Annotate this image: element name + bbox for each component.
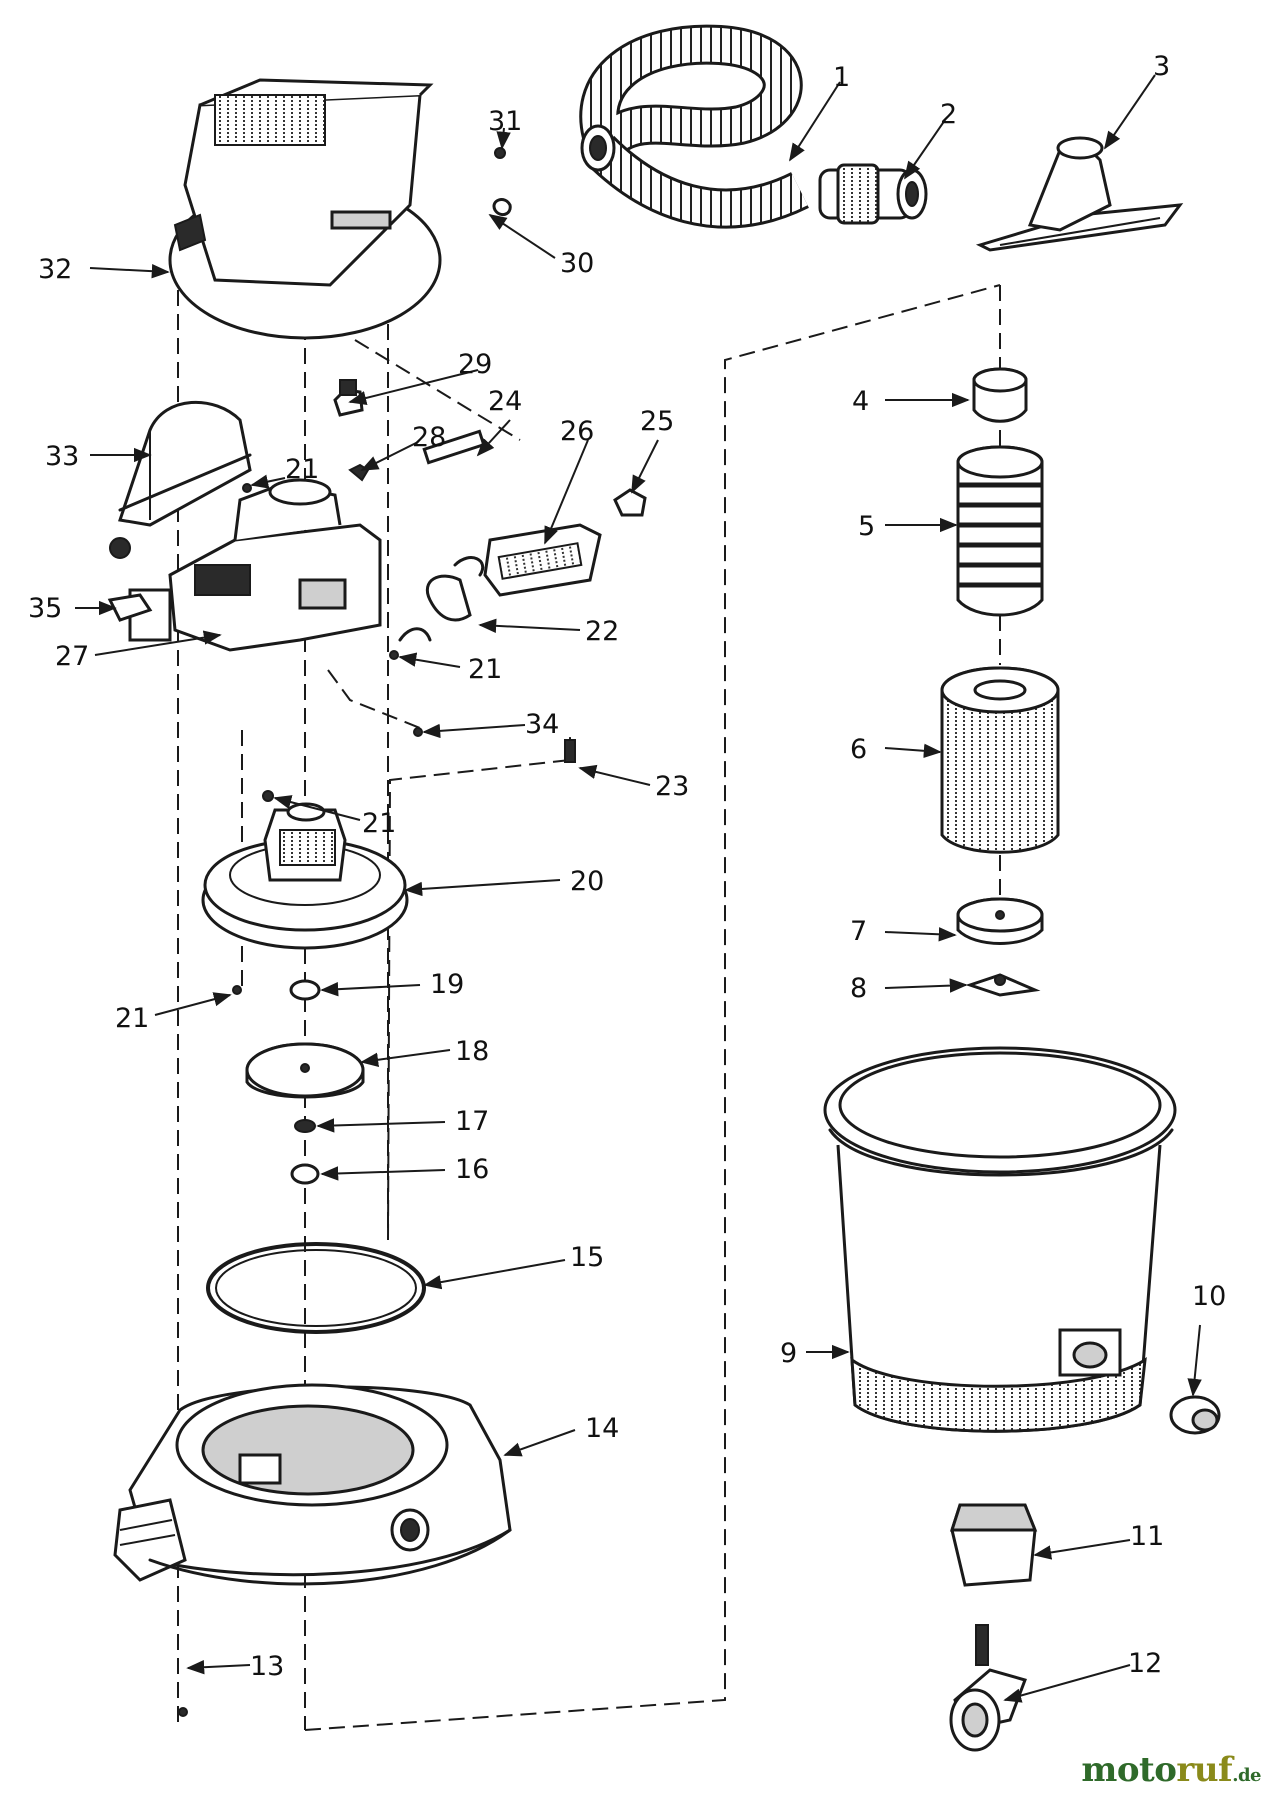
callout-34: 34 bbox=[525, 709, 559, 740]
callout-28: 28 bbox=[412, 422, 446, 453]
switch-bracket-part bbox=[398, 556, 484, 642]
drum-part bbox=[823, 1046, 1221, 1435]
callout-21-b: 21 bbox=[362, 808, 396, 839]
watermark-logo: motoruf.de bbox=[1081, 1750, 1261, 1790]
callout-2: 2 bbox=[940, 99, 957, 130]
watermark-part-3: .de bbox=[1232, 1765, 1261, 1786]
callout-14: 14 bbox=[585, 1413, 619, 1444]
impeller-stack-parts bbox=[245, 979, 365, 1185]
callout-26: 26 bbox=[560, 416, 594, 447]
filter-stack-parts bbox=[940, 367, 1060, 997]
float-cage-arm-part bbox=[109, 400, 252, 559]
watermark-part-2: ruf bbox=[1176, 1750, 1233, 1790]
caster-parts bbox=[949, 1503, 1038, 1752]
callout-15: 15 bbox=[570, 1242, 604, 1273]
callout-24: 24 bbox=[488, 386, 522, 417]
callout-20: 20 bbox=[570, 866, 604, 897]
callout-32: 32 bbox=[38, 254, 72, 285]
callout-23: 23 bbox=[655, 771, 689, 802]
callout-8: 8 bbox=[850, 973, 867, 1004]
callout-29: 29 bbox=[458, 349, 492, 380]
callout-25: 25 bbox=[640, 406, 674, 437]
callout-19: 19 bbox=[430, 969, 464, 1000]
callout-6: 6 bbox=[850, 734, 867, 765]
motor-part bbox=[201, 802, 409, 950]
callout-17: 17 bbox=[455, 1106, 489, 1137]
coupling-part bbox=[818, 163, 928, 225]
gasket-part bbox=[206, 1242, 426, 1334]
callout-22: 22 bbox=[585, 616, 619, 647]
screws-parts bbox=[178, 483, 576, 1717]
callout-27: 27 bbox=[55, 641, 89, 672]
callout-5: 5 bbox=[858, 511, 875, 542]
callout-3: 3 bbox=[1153, 51, 1170, 82]
motor-housing-part bbox=[128, 478, 382, 652]
floor-nozzle-part bbox=[975, 136, 1184, 252]
watermark-part-1: moto bbox=[1081, 1750, 1177, 1790]
callout-18: 18 bbox=[455, 1036, 489, 1067]
callout-21-a: 21 bbox=[115, 1003, 149, 1034]
leader-lines bbox=[75, 74, 1202, 1703]
callout-30: 30 bbox=[560, 248, 594, 279]
lid-base-part bbox=[113, 1383, 512, 1586]
callout-4: 4 bbox=[852, 386, 869, 417]
callout-21-d: 21 bbox=[285, 454, 319, 485]
motor-cover-part bbox=[168, 78, 442, 340]
hose-part bbox=[579, 24, 809, 229]
callout-labels: 1 2 3 4 5 6 7 8 9 10 11 12 13 14 15 16 1… bbox=[28, 51, 1226, 1682]
callout-1: 1 bbox=[833, 62, 850, 93]
callout-33: 33 bbox=[45, 441, 79, 472]
callout-16: 16 bbox=[455, 1154, 489, 1185]
switch-parts bbox=[333, 379, 647, 597]
callout-10: 10 bbox=[1192, 1281, 1226, 1312]
callout-35: 35 bbox=[28, 593, 62, 624]
callout-21-c: 21 bbox=[468, 654, 502, 685]
callout-31: 31 bbox=[488, 106, 522, 137]
callout-7: 7 bbox=[850, 916, 867, 947]
callout-11: 11 bbox=[1130, 1521, 1164, 1552]
callout-9: 9 bbox=[780, 1338, 797, 1369]
callout-13: 13 bbox=[250, 1651, 284, 1682]
callout-12: 12 bbox=[1128, 1648, 1162, 1679]
screw-and-clip-parts bbox=[492, 147, 512, 217]
